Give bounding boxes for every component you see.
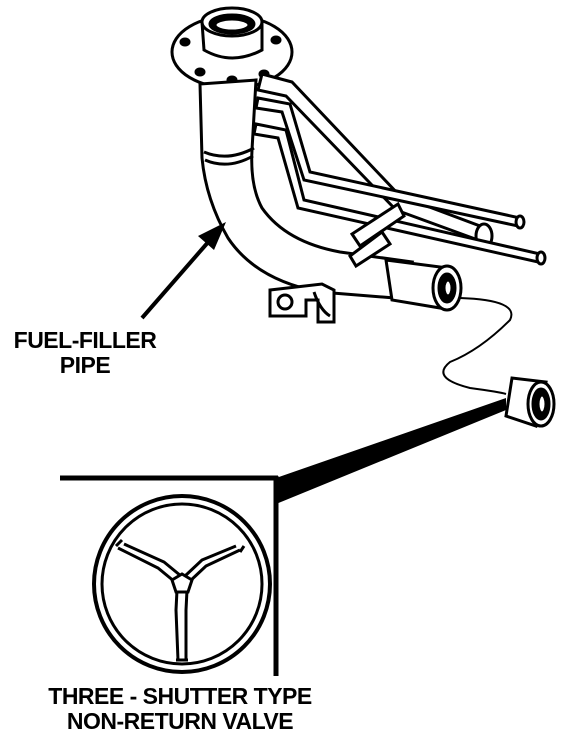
- fuel-filler-pipe-label: FUEL-FILLER PIPE: [0, 328, 170, 378]
- assembly-path-line: [442, 297, 513, 395]
- filler-pipe: [198, 78, 463, 312]
- pipe-callout-arrow: [140, 222, 226, 320]
- fuel-filler-pipe-label-line-1: FUEL-FILLER: [13, 327, 157, 353]
- detail-frame: [60, 475, 279, 676]
- non-return-valve-label-line-1: THREE - SHUTTER TYPE: [48, 683, 312, 709]
- shutter-valve-detail: [92, 494, 272, 674]
- non-return-valve-label: THREE - SHUTTER TYPE NON-RETURN VALVE: [20, 684, 340, 734]
- non-return-valve-part: [504, 376, 556, 428]
- fuel-filler-pipe-label-line-2: PIPE: [59, 351, 111, 378]
- detail-zoom-wedge: [276, 398, 506, 504]
- mounting-bracket: [268, 282, 336, 324]
- vent-pipes: [252, 72, 547, 269]
- non-return-valve-label-line-2: NON-RETURN VALVE: [66, 707, 294, 734]
